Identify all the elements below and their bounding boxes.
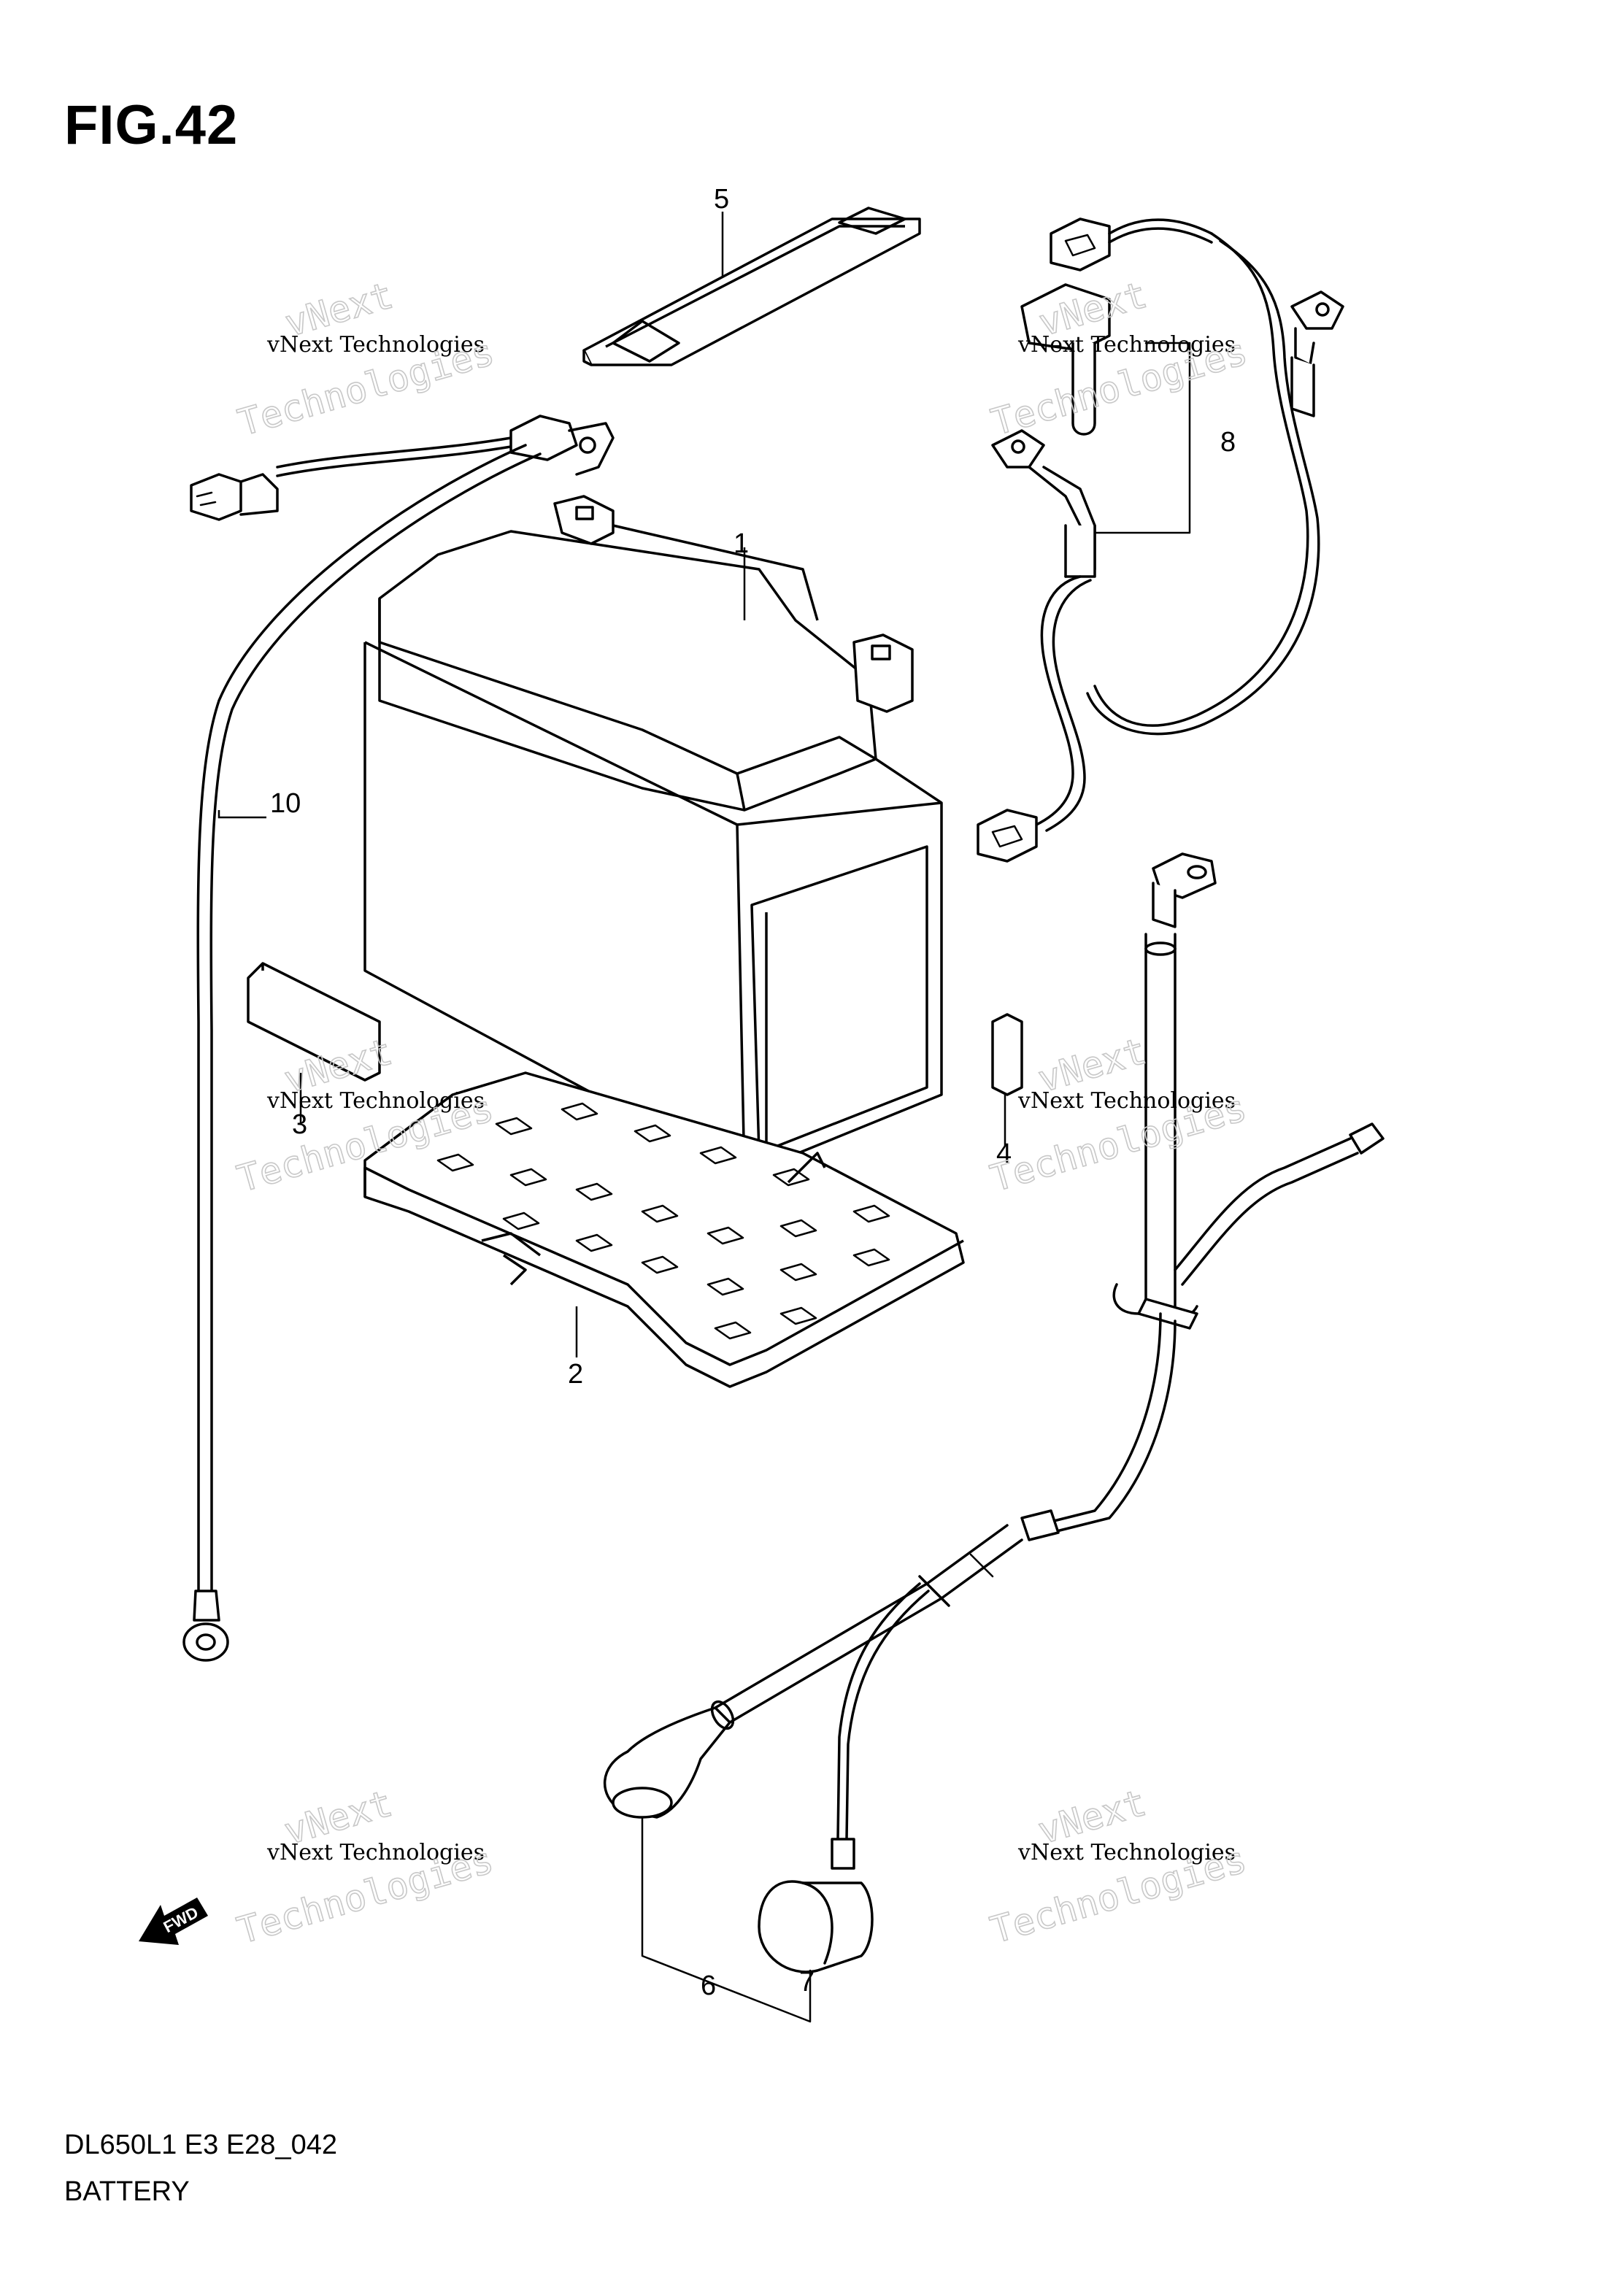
- callout-7: 7: [799, 1967, 815, 1998]
- battery-pad: [247, 962, 381, 1082]
- watermark-text: vNext Technologies: [266, 1840, 485, 1865]
- spacer: [991, 1013, 1023, 1096]
- callout-6: 6: [701, 1971, 716, 2001]
- watermark-text: vNext Technologies: [1017, 332, 1236, 358]
- watermark-text: vNext Technologies: [266, 1088, 485, 1114]
- callout-8: 8: [1220, 427, 1236, 458]
- callout-10: 10: [270, 788, 301, 819]
- watermark-text: vNext Technologies: [266, 332, 485, 358]
- model-code: DL650L1 E3 E28_042: [64, 2130, 337, 2160]
- watermark-group-1: vNext vNext Technologies Technologies: [233, 274, 499, 445]
- forward-arrow-icon: FWD: [139, 1898, 208, 1945]
- watermark-group-6: vNext vNext Technologies Technologies: [985, 1781, 1252, 1952]
- watermark-text: vNext Technologies: [1017, 1088, 1236, 1114]
- callout-leaders: [217, 212, 1006, 1357]
- watermark-group-2: vNext vNext Technologies Technologies: [986, 273, 1252, 444]
- watermark-group-4: vNext vNext Technologies Technologies: [985, 1029, 1252, 1201]
- watermark-text: vNext Technologies: [1017, 1840, 1236, 1865]
- callout-3: 3: [292, 1109, 307, 1140]
- starter-cable: [603, 852, 1385, 2023]
- positive-lead-harness: [977, 217, 1344, 863]
- battery-tray: [363, 1071, 965, 1388]
- callout-2: 2: [568, 1359, 583, 1390]
- negative-cable: [182, 415, 615, 1662]
- callout-4: 4: [996, 1139, 1012, 1169]
- callout-1: 1: [734, 528, 749, 559]
- battery-strap: [582, 207, 921, 366]
- figure-name: BATTERY: [64, 2176, 190, 2207]
- battery: [363, 495, 943, 1176]
- callout-5: 5: [714, 184, 729, 215]
- figure-title: FIG.42: [64, 94, 239, 156]
- watermark-group-5: vNext vNext Technologies Technologies: [232, 1781, 498, 1953]
